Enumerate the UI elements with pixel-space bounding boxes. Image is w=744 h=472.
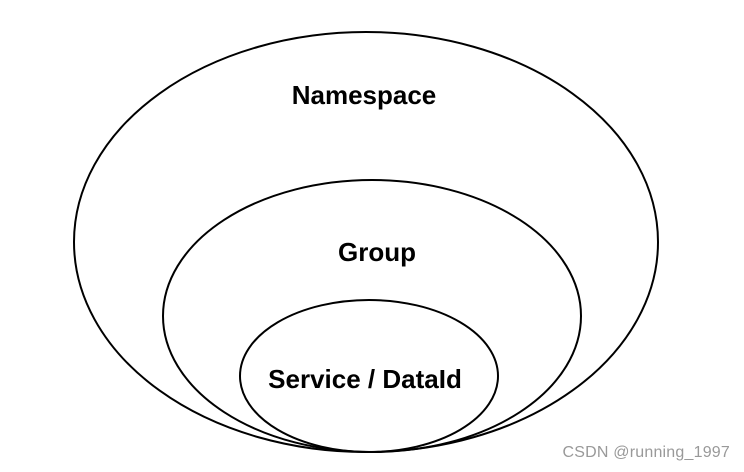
service-dataid-label: Service / DataId [268, 364, 462, 394]
group-ellipse [162, 179, 582, 453]
namespace-label: Namespace [292, 80, 437, 110]
group-label: Group [338, 237, 416, 267]
watermark: CSDN @running_1997 [562, 444, 730, 461]
service-dataid-level: Service / DataId [239, 299, 499, 453]
service-dataid-ellipse [239, 299, 499, 453]
group-level: Group [162, 179, 582, 453]
